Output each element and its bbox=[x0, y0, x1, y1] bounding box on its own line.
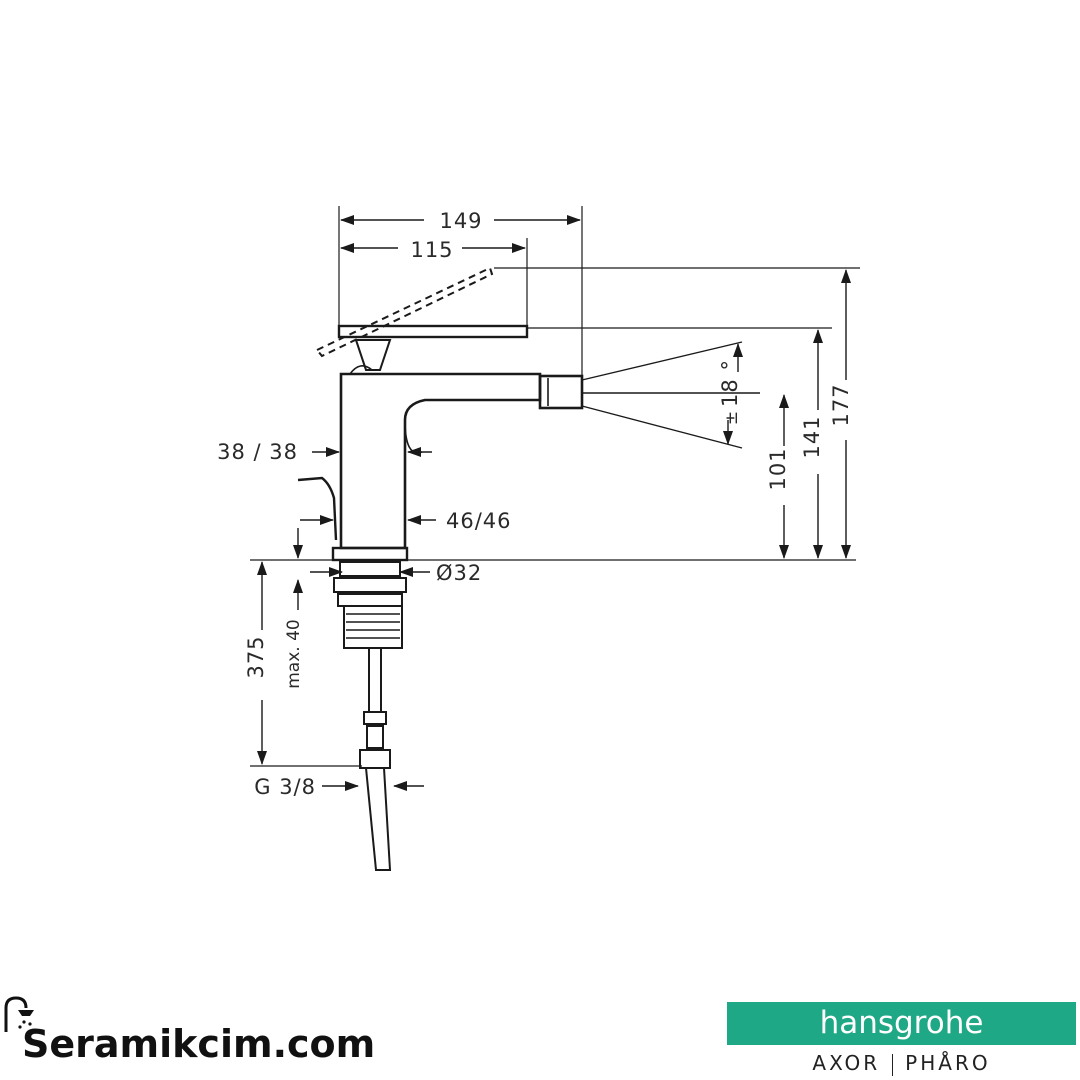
spray-cone bbox=[581, 341, 760, 449]
extension-lines bbox=[250, 206, 860, 767]
dim-body-left: 38 / 38 bbox=[217, 440, 298, 464]
dim-height-lever: 141 bbox=[800, 415, 824, 458]
product-line: AXOR PHÅRO bbox=[727, 1048, 1076, 1078]
dim-height-spout: 101 bbox=[766, 447, 790, 490]
dimension-lines bbox=[257, 215, 851, 791]
hansgrohe-logo: hansgrohe bbox=[727, 1002, 1076, 1045]
dim-spray-angle-tolerance: ± bbox=[722, 411, 742, 425]
dim-spray-angle: 18 ° bbox=[718, 359, 742, 407]
product-series-pharo: PHÅRO bbox=[905, 1051, 991, 1075]
shower-icon bbox=[4, 996, 34, 1032]
dim-width-lever: 115 bbox=[410, 238, 453, 262]
dim-hose-length: 375 bbox=[244, 635, 268, 678]
site-logo-text: Seramikcim.com bbox=[22, 1022, 376, 1066]
dim-height-overall: 177 bbox=[829, 383, 853, 426]
dim-body-right: 46/46 bbox=[446, 509, 512, 533]
dim-hole-diameter: Ø32 bbox=[436, 561, 482, 585]
dim-connection-thread: G 3/8 bbox=[254, 775, 316, 799]
dim-max-thickness: max. 40 bbox=[284, 619, 304, 688]
product-line-divider bbox=[892, 1053, 894, 1076]
product-brand-axor: AXOR bbox=[812, 1051, 881, 1075]
dim-width-overall: 149 bbox=[439, 209, 482, 233]
